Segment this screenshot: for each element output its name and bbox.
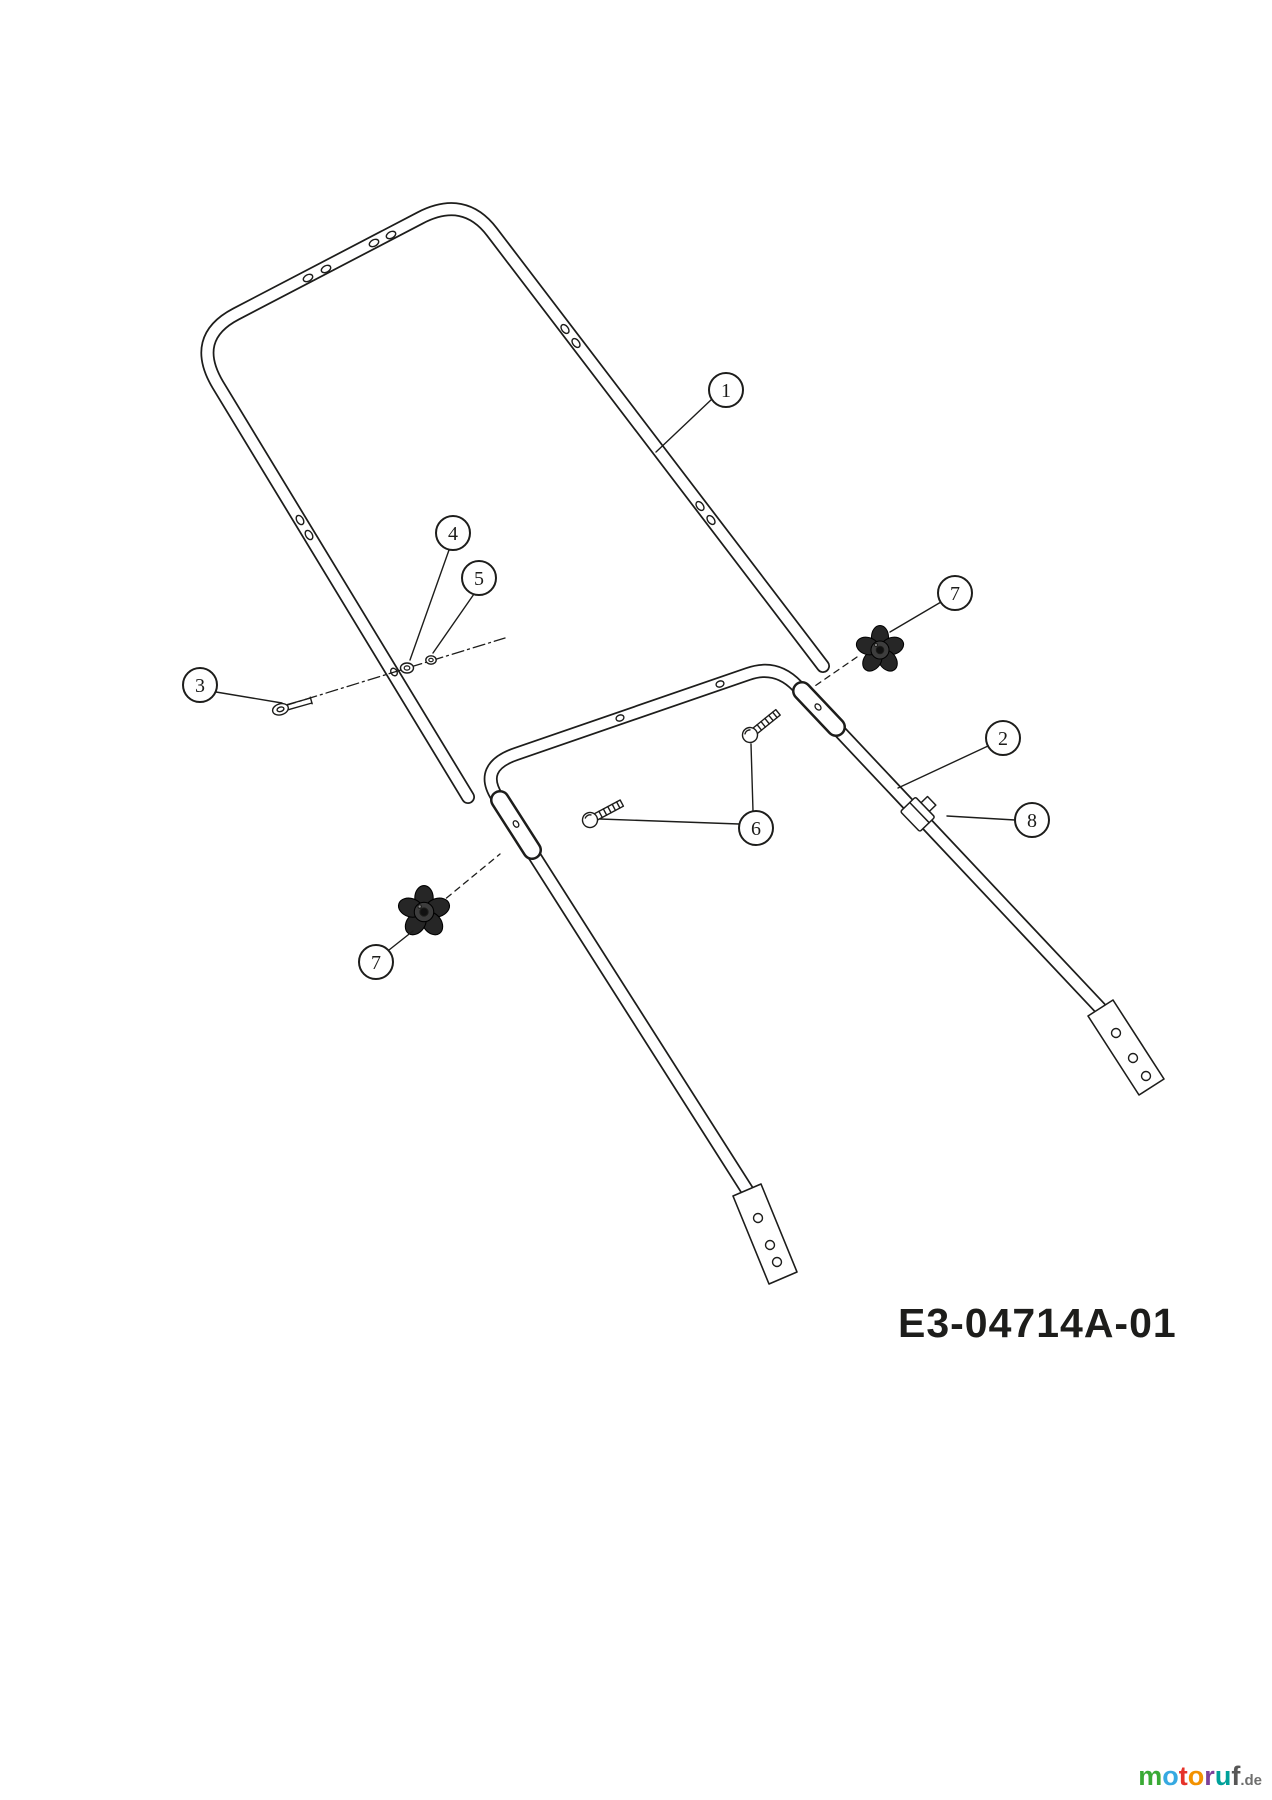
callout-leaders — [215, 398, 1016, 951]
part-code: E3-04714A-01 — [898, 1300, 1177, 1346]
callout-8: 8 — [1014, 802, 1050, 838]
callout-7-right: 7 — [937, 575, 973, 611]
watermark-letter: r — [1204, 1761, 1215, 1791]
watermark-suffix: .de — [1240, 1772, 1262, 1789]
svg-text:7: 7 — [371, 952, 381, 974]
svg-text:4: 4 — [448, 523, 458, 545]
knob-right-dashed-line — [811, 656, 858, 689]
svg-text:7: 7 — [950, 583, 960, 605]
svg-text:5: 5 — [474, 568, 484, 590]
svg-text:8: 8 — [1027, 810, 1037, 832]
callout-6: 6 — [738, 810, 774, 846]
callout-3: 3 — [182, 667, 218, 703]
washer — [399, 662, 415, 674]
star-knob-left — [395, 884, 453, 940]
star-knob-right — [853, 625, 907, 676]
watermark-logo: motoruf.de — [1138, 1763, 1262, 1790]
tube-mount-clip — [900, 795, 937, 832]
handle-end-bracket-left — [732, 1183, 798, 1285]
carriage-bolt-lower — [579, 795, 627, 831]
callout-1: 1 — [708, 372, 744, 408]
knob-left-dashed-line — [437, 853, 501, 906]
callout-5: 5 — [461, 560, 497, 596]
watermark-letter: u — [1214, 1761, 1232, 1791]
assembly-axis-dashed-line — [283, 637, 506, 707]
right-joint-sleeve — [792, 681, 846, 737]
handle-end-bracket-right — [1087, 999, 1165, 1096]
svg-text:2: 2 — [998, 728, 1008, 750]
svg-text:3: 3 — [195, 675, 205, 697]
svg-text:1: 1 — [721, 380, 731, 402]
tube-rivets — [295, 230, 725, 722]
lower-handle-tube — [483, 664, 1107, 1197]
callout-2: 2 — [985, 720, 1021, 756]
callout-4: 4 — [435, 515, 471, 551]
callout-7-left: 7 — [358, 944, 394, 980]
upper-handle-tube — [200, 202, 830, 804]
carriage-bolt-upper — [738, 705, 784, 747]
watermark-letter: m — [1138, 1761, 1163, 1791]
cable-clip — [271, 696, 313, 716]
watermark-letter: f — [1231, 1761, 1241, 1791]
lock-nut — [425, 655, 437, 665]
watermark-letter: o — [1162, 1761, 1179, 1791]
left-joint-sleeve — [490, 790, 542, 860]
svg-text:6: 6 — [751, 818, 761, 840]
watermark-letter: o — [1187, 1761, 1205, 1791]
watermark-letter: t — [1178, 1761, 1188, 1791]
